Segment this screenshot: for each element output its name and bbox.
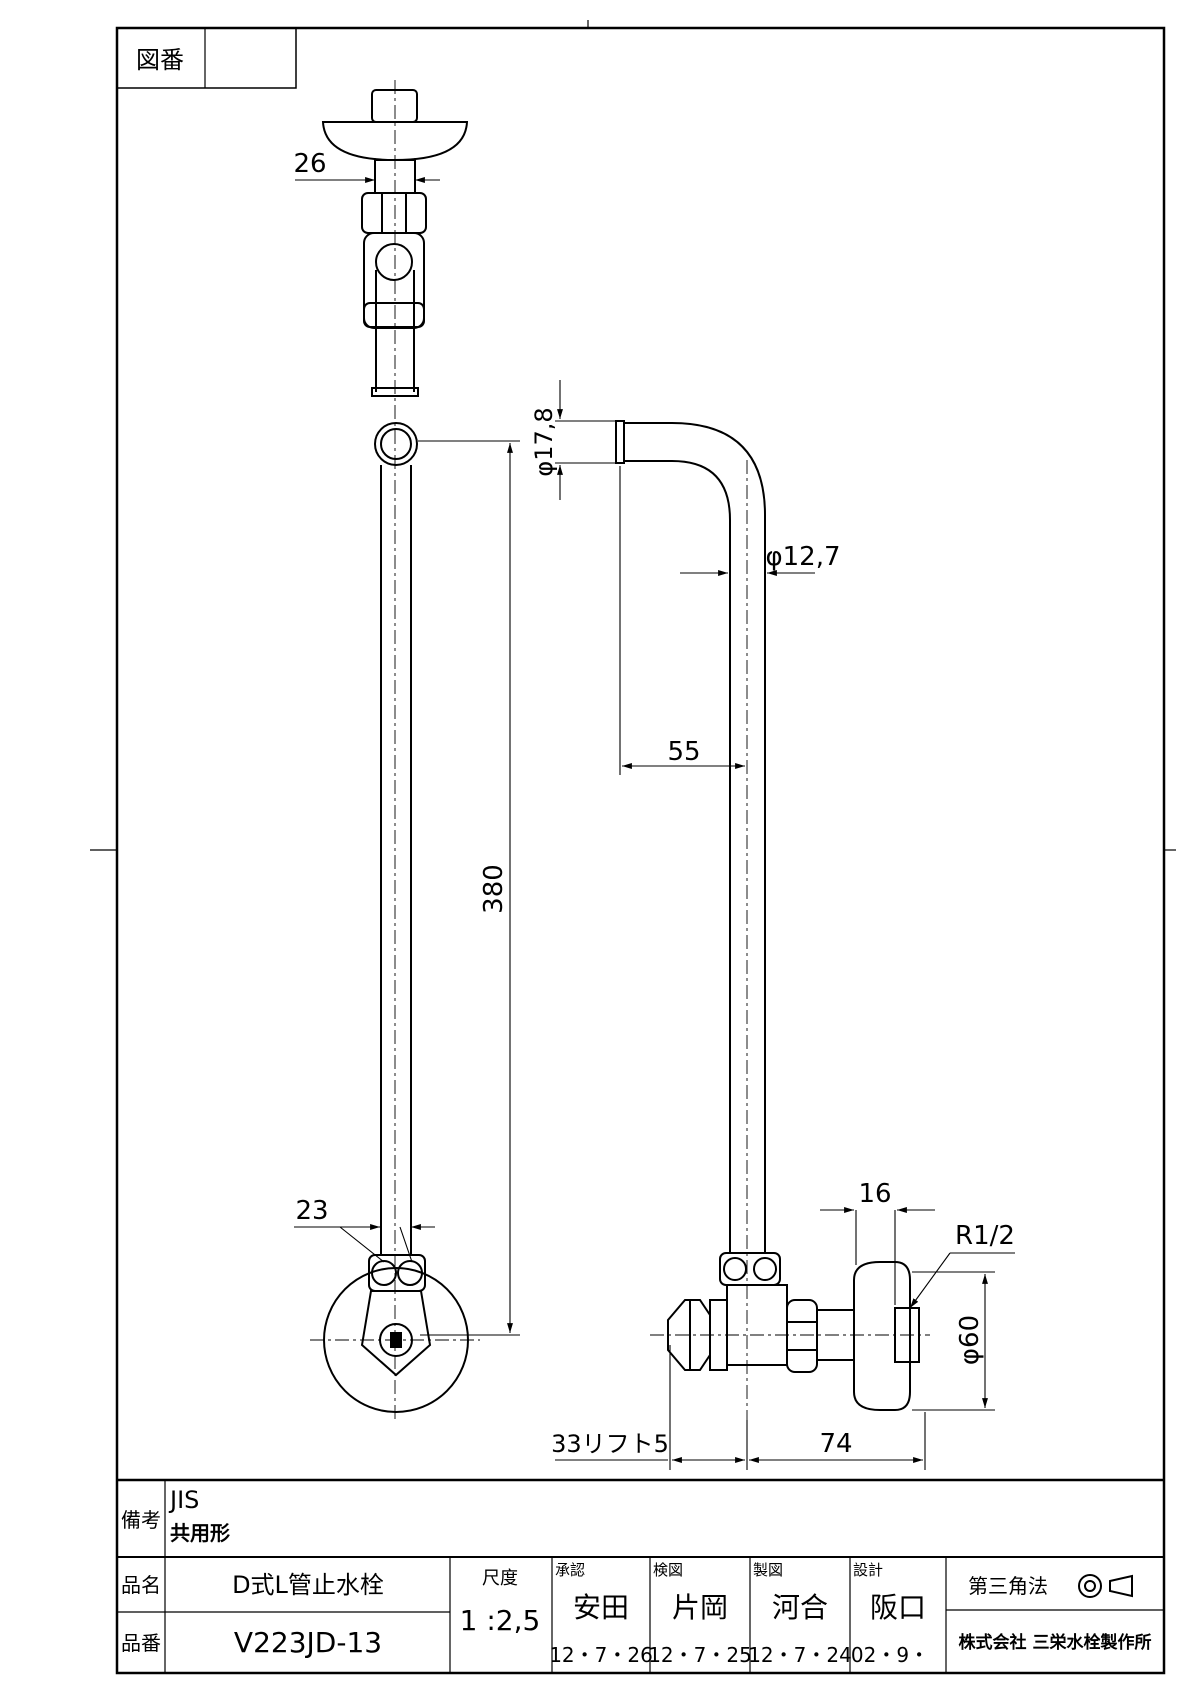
product-number: V223JD-13 — [234, 1626, 382, 1659]
sheet-frame — [90, 20, 1176, 1675]
dim-26-label: 26 — [293, 149, 326, 179]
product-number-label: 品番 — [121, 1631, 161, 1655]
dim-lift-label: 33リフト5 — [551, 1430, 669, 1458]
design-name: 阪口 — [870, 1591, 926, 1624]
dim-26 — [295, 158, 440, 192]
company-name: 株式会社 三栄水栓製作所 — [959, 1632, 1152, 1653]
remarks-line2: 共用形 — [170, 1521, 230, 1545]
dim-16 — [820, 1207, 935, 1305]
approval-label: 承認 — [555, 1561, 585, 1579]
projection-label: 第三角法 — [968, 1574, 1048, 1598]
dim-flange-diameter — [912, 1271, 995, 1411]
product-name-label: 品名 — [121, 1573, 161, 1597]
remarks-block — [117, 1478, 1164, 1558]
side-view-centerlines — [650, 460, 930, 1450]
dim-pipe-diameter-label: φ12,7 — [765, 542, 840, 572]
dim-lift-depth — [555, 1345, 926, 1470]
dim-55-label: 55 — [667, 737, 700, 767]
dim-thread-label: R1/2 — [955, 1221, 1015, 1251]
drawn-label: 製図 — [753, 1561, 783, 1579]
third-angle-projection-icon — [1078, 1574, 1133, 1598]
check-date: 12・7・25 — [648, 1643, 752, 1667]
design-date: 02・9・ — [851, 1643, 929, 1667]
drawn-name: 河合 — [772, 1591, 828, 1624]
dim-outlet-diameter — [555, 380, 620, 500]
approval-name: 安田 — [573, 1591, 629, 1624]
dim-flange-diameter-label: φ60 — [955, 1315, 985, 1365]
check-label: 検図 — [653, 1561, 683, 1579]
title-block-grid — [117, 1557, 1164, 1673]
front-view-centerlines — [310, 80, 480, 1420]
drawn-date: 12・7・24 — [748, 1643, 852, 1667]
scale-label: 尺度 — [482, 1568, 518, 1589]
remarks-label: 備考 — [121, 1508, 161, 1532]
dim-outlet-diameter-label: φ17,8 — [530, 407, 558, 476]
dim-380 — [418, 440, 520, 1336]
drawing-number-label: 図番 — [136, 46, 184, 74]
dim-thread-leader — [909, 1252, 1015, 1309]
scale-value: 1 :2,5 — [460, 1604, 541, 1637]
dim-380-label: 380 — [479, 864, 509, 914]
front-view — [321, 89, 469, 1413]
dim-23-label: 23 — [295, 1196, 328, 1226]
dim-16-label: 16 — [858, 1179, 891, 1209]
remarks-line1: JIS — [168, 1486, 199, 1514]
approval-date: 12・7・26 — [549, 1643, 653, 1667]
check-name: 片岡 — [672, 1591, 728, 1624]
dim-55 — [619, 466, 745, 775]
design-label: 設計 — [853, 1561, 883, 1579]
product-name: D式L管止水栓 — [232, 1571, 384, 1599]
dim-23 — [294, 1224, 435, 1263]
dim-depth-label: 74 — [819, 1429, 852, 1459]
